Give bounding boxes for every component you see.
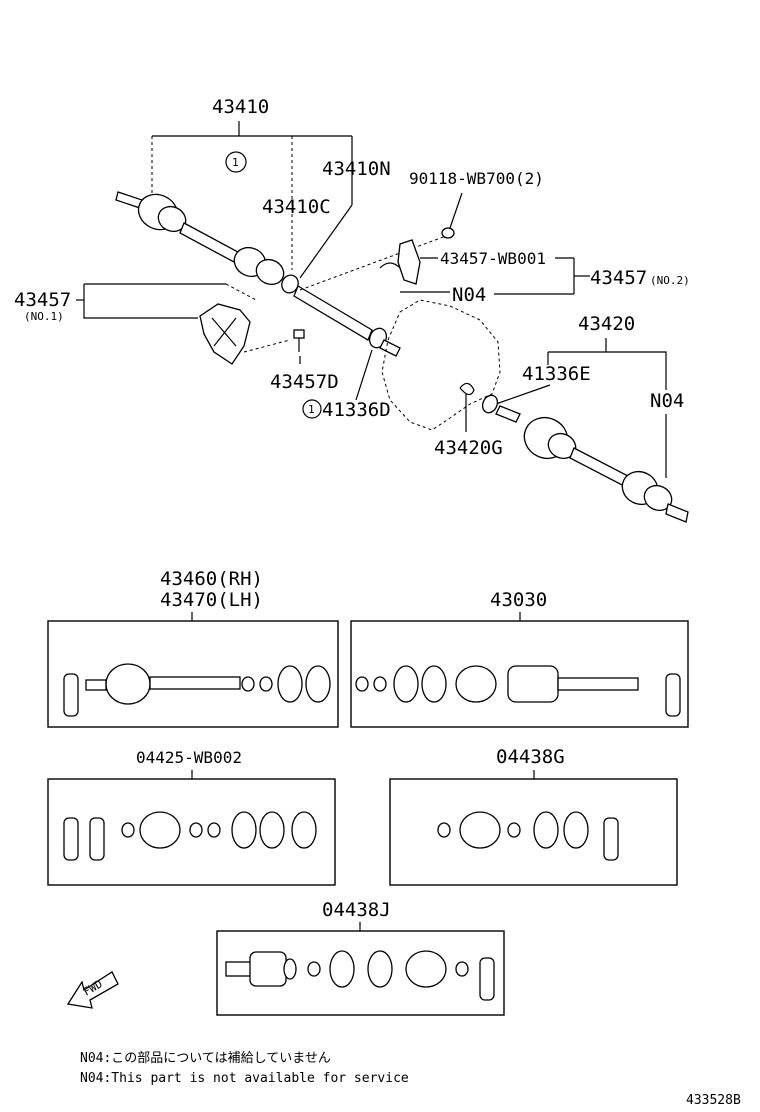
callout-circle-seal <box>302 399 322 419</box>
label-43410N[interactable]: 43410N <box>322 158 391 180</box>
label-43470-lh[interactable]: 43470(LH) <box>160 589 263 611</box>
label-43460-rh[interactable]: 43460(RH) <box>160 568 263 590</box>
label-04438J[interactable]: 04438J <box>322 899 391 921</box>
lh-drive-shaft <box>115 191 401 357</box>
label-n04-upper[interactable]: N04 <box>452 284 486 306</box>
figure-id: 433528B <box>686 1093 741 1108</box>
callout-seal-text: 1 <box>308 403 315 416</box>
snap-ring-g-part <box>459 382 475 396</box>
exploded-view: 43410 1 43410N 43410C 90118-WB700(2) <box>14 96 690 523</box>
kit-box-43460: 43460(RH) 43470(LH) <box>47 568 339 728</box>
rh-drive-shaft <box>481 394 689 523</box>
label-43457-no2[interactable]: 43457 <box>590 267 647 289</box>
label-04438G[interactable]: 04438G <box>496 746 565 768</box>
kit-box-04438J: 04438J <box>216 899 505 1016</box>
callout-1-text: 1 <box>232 156 239 169</box>
label-43420G[interactable]: 43420G <box>434 437 503 459</box>
label-41336D[interactable]: 41336D <box>322 399 391 421</box>
label-no2-sub: (NO.2) <box>650 274 690 287</box>
kit-box-04425: 04425-WB002 <box>47 748 336 886</box>
label-43457D[interactable]: 43457D <box>270 371 339 393</box>
kit-box-43030: 43030 <box>350 589 689 728</box>
label-43457-WB001[interactable]: 43457-WB001 <box>440 249 546 268</box>
label-90118-WB700[interactable]: 90118-WB700(2) <box>409 169 544 188</box>
label-43410C[interactable]: 43410C <box>262 196 331 218</box>
label-no1-sub: (NO.1) <box>24 310 64 323</box>
bracket-no2-part <box>397 239 421 285</box>
label-43457-no1[interactable]: 43457 <box>14 289 71 311</box>
label-04425-WB002[interactable]: 04425-WB002 <box>136 748 242 767</box>
kit-box-04438G: 04438G <box>389 746 678 886</box>
note-en: N04:This part is not available for servi… <box>80 1071 409 1086</box>
label-41336E[interactable]: 41336E <box>522 363 591 385</box>
label-43410[interactable]: 43410 <box>212 96 269 118</box>
label-n04-right[interactable]: N04 <box>650 390 684 412</box>
transmission-outline <box>381 299 501 431</box>
label-43420[interactable]: 43420 <box>578 313 635 335</box>
note-jp: N04:この部品については補給していません <box>80 1051 331 1066</box>
bolt-part <box>441 227 455 239</box>
label-43030[interactable]: 43030 <box>490 589 547 611</box>
bolt-43457D <box>293 329 305 352</box>
callout-circle-1 <box>225 151 247 173</box>
fwd-arrow-icon: FWD <box>66 971 119 1009</box>
